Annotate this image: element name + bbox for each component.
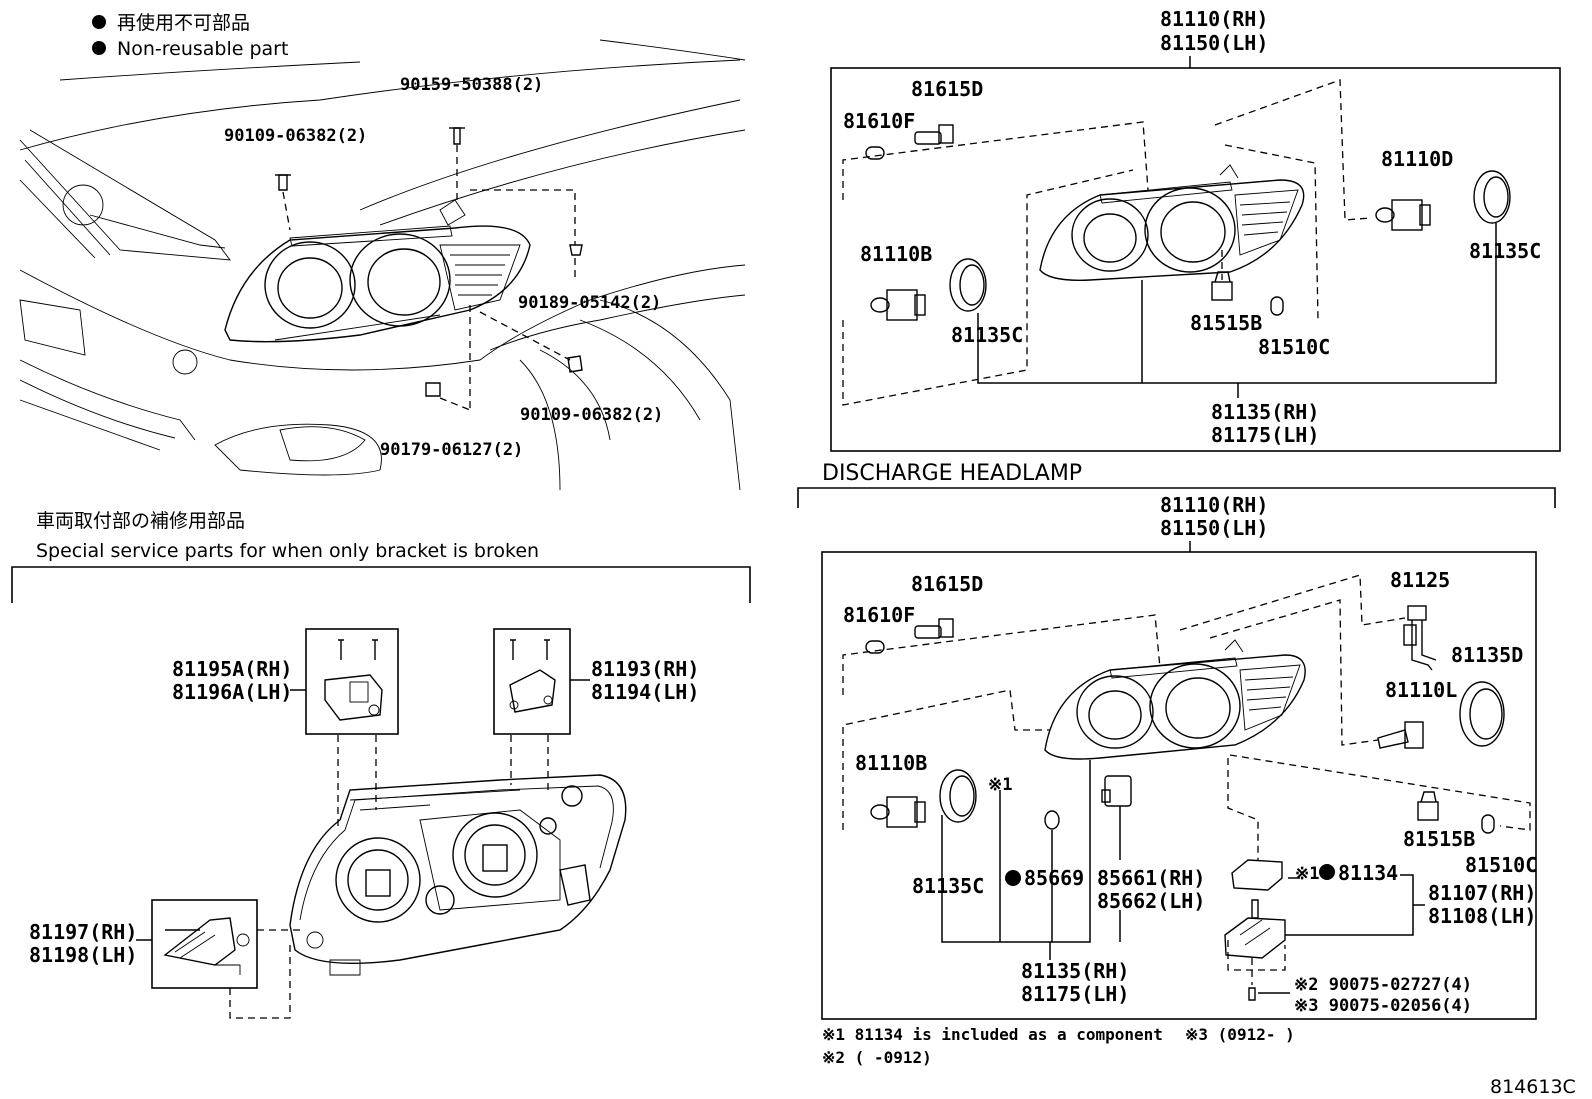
non-reusable-dot-icon <box>92 41 106 55</box>
part-label: 81125 <box>1390 568 1450 592</box>
bulb-81615D-discharge <box>914 618 954 639</box>
part-label: 81107(RH) <box>1428 881 1536 905</box>
bulb-81510C <box>1270 296 1284 316</box>
part-label: 81198(LH) <box>29 943 137 967</box>
part-label: 81610F <box>843 109 915 133</box>
ref-mark: ※1 <box>1295 864 1319 884</box>
part-label: 81110D <box>1381 147 1453 171</box>
part-label: 81135C <box>1469 239 1541 263</box>
bracket-a-box <box>305 628 399 735</box>
bulb-81510C-discharge <box>1481 814 1495 834</box>
part-label: 90109-06382(2) <box>224 126 367 146</box>
socket-81515B-discharge <box>1417 791 1439 821</box>
footnote-1: ※1 81134 is included as a component <box>822 1025 1163 1044</box>
footnote-3: ※3 (0912- ) <box>1185 1025 1295 1044</box>
gasket-81134 <box>1231 859 1283 891</box>
bulb-81610F <box>865 146 885 160</box>
socket-81135D <box>1459 681 1505 747</box>
bulb-81615D <box>914 124 954 145</box>
bracket-a-part <box>324 639 383 721</box>
part-label: 81195A(RH) <box>172 657 292 681</box>
headlamp-rear-illustration <box>289 774 627 976</box>
bulb-81110B-discharge <box>870 796 926 828</box>
ref-mark: ※1 <box>988 775 1012 795</box>
footnote-2: ※2 ( -0912) <box>822 1048 932 1067</box>
part-label: 81150(LH) <box>1160 31 1268 55</box>
part-label: 81196A(LH) <box>172 680 292 704</box>
discharge-title: DISCHARGE HEADLAMP <box>822 461 1082 486</box>
part-label: ※3 90075-02056(4) <box>1294 996 1472 1016</box>
bulb-81610F-discharge <box>865 640 885 654</box>
legend-en: Non-reusable part <box>117 38 288 60</box>
bracket-c-part <box>163 917 250 975</box>
figure-id: 814613C <box>1490 1076 1576 1098</box>
part-label: 81510C <box>1258 335 1330 359</box>
vehicle-front-illustration <box>19 39 746 491</box>
part-label: 81615D <box>911 572 983 596</box>
discharge-headlamp-assembly <box>1044 639 1306 760</box>
part-label: 81108(LH) <box>1428 904 1536 928</box>
part-label: 90159-50388(2) <box>400 75 543 95</box>
bracket-title-en: Special service parts for when only brac… <box>36 540 539 562</box>
discharge-frame <box>821 551 1537 1020</box>
part-label: 81194(LH) <box>591 680 699 704</box>
halogen-frame <box>830 67 1561 452</box>
seal-85669 <box>1044 810 1060 830</box>
part-label: 81197(RH) <box>29 920 137 944</box>
bracket-b-part <box>509 639 556 713</box>
part-label: 81134 <box>1338 861 1398 885</box>
ballast-81107 <box>1224 899 1286 959</box>
part-label: 90109-06382(2) <box>520 405 663 425</box>
socket-81135C-left <box>949 258 987 312</box>
part-label: 90189-05142(2) <box>518 293 661 313</box>
bulb-81110B <box>870 289 926 321</box>
part-label: 81615D <box>911 77 983 101</box>
part-label: 85662(LH) <box>1097 889 1205 913</box>
bolt-90075 <box>1248 987 1256 1001</box>
part-label: 85661(RH) <box>1097 866 1205 890</box>
part-label: 81610F <box>843 603 915 627</box>
part-label: 81135C <box>951 323 1023 347</box>
bracket-b-box <box>493 628 571 735</box>
part-label: 81150(LH) <box>1160 516 1268 540</box>
part-label: 81110L <box>1385 678 1457 702</box>
halogen-headlamp-assembly <box>1039 164 1305 281</box>
socket-81135C-discharge <box>939 769 977 823</box>
part-label: 85669 <box>1024 866 1084 890</box>
part-label: 81135(RH) <box>1021 959 1129 983</box>
part-label: ※2 90075-02727(4) <box>1294 975 1472 995</box>
legend-jp: 再使用不可部品 <box>117 12 250 34</box>
part-label: 81175(LH) <box>1211 423 1319 447</box>
socket-81135C-right <box>1473 170 1511 224</box>
bulb-81110L <box>1377 721 1424 749</box>
part-label: 90179-06127(2) <box>380 440 523 460</box>
bracket-title-jp: 車両取付部の補修用部品 <box>36 510 245 532</box>
part-label: 81510C <box>1465 853 1537 877</box>
socket-81515B <box>1211 271 1233 301</box>
bracket-c-box <box>151 899 258 989</box>
part-label: 81135C <box>912 874 984 898</box>
part-label: 81193(RH) <box>591 657 699 681</box>
part-label: 81515B <box>1190 311 1262 335</box>
part-label: 81135D <box>1451 643 1523 667</box>
part-label: 81175(LH) <box>1021 982 1129 1006</box>
part-label: 81110(RH) <box>1160 493 1268 517</box>
part-label: 81110(RH) <box>1160 7 1268 31</box>
part-label: 81135(RH) <box>1211 400 1319 424</box>
part-label: 81110B <box>855 751 927 775</box>
part-label: 81110B <box>860 242 932 266</box>
igniter-85661 <box>1101 775 1132 807</box>
part-label: 81515B <box>1403 827 1475 851</box>
bulb-81110D <box>1375 199 1431 231</box>
harness-81125 <box>1403 605 1437 671</box>
non-reusable-dot-icon <box>92 15 106 29</box>
non-reusable-dot-icon <box>1319 864 1335 880</box>
non-reusable-dot-icon <box>1005 870 1021 886</box>
